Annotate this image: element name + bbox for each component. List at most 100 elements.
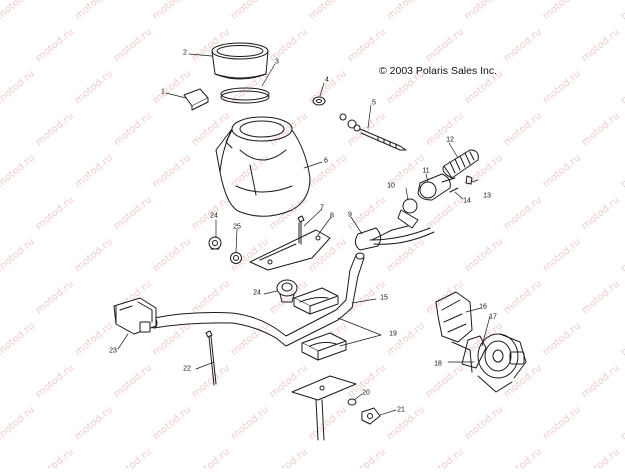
callout-label: 22: [183, 365, 191, 373]
callout-label: 1: [161, 88, 165, 96]
watermark-text: motod.ru: [424, 26, 466, 64]
watermark-text: motod.ru: [73, 236, 115, 274]
watermark-text: motod.ru: [268, 362, 310, 400]
watermark-text: motod.ru: [346, 194, 388, 232]
watermark-text: motod.ru: [307, 0, 349, 22]
watermark-text: motod.ru: [619, 320, 625, 358]
watermark-text: motod.ru: [424, 110, 466, 148]
callout-label: 4: [325, 76, 329, 84]
watermark-text: motod.ru: [0, 152, 37, 190]
watermark-text: motod.ru: [619, 68, 625, 106]
watermark-text: motod.ru: [34, 362, 76, 400]
watermark-text: motod.ru: [112, 194, 154, 232]
part-25-clamp: [230, 252, 242, 264]
part-15-upper-clamp: [293, 287, 339, 315]
callout-label: 13: [483, 192, 491, 200]
watermark-text: motod.ru: [34, 26, 76, 64]
callout-label: 8: [330, 212, 334, 220]
watermark-text: motod.ru: [229, 0, 271, 22]
copyright-notice: © 2003 Polaris Sales Inc.: [379, 65, 498, 77]
part-11-throttle-housing: [417, 173, 456, 201]
watermark-text: motod.ru: [541, 68, 583, 106]
part-13-screw: [465, 175, 473, 185]
watermark-text: motod.ru: [112, 110, 154, 148]
callout-label: 15: [380, 294, 388, 302]
watermark-text: motod.ru: [307, 404, 349, 442]
callout-label: 7: [320, 204, 324, 212]
watermark-text: motod.ru: [463, 236, 505, 274]
watermark-text: motod.ru: [619, 404, 625, 442]
watermark-text: motod.ru: [502, 278, 544, 316]
watermark-text: motod.ru: [619, 152, 625, 190]
watermark-text: motod.ru: [346, 446, 388, 468]
watermark-text: motod.ru: [34, 194, 76, 232]
watermark-text: motod.ru: [0, 68, 37, 106]
watermark-text: motod.ru: [580, 446, 622, 468]
watermark-text: motod.ru: [541, 0, 583, 22]
watermark-text: motod.ru: [424, 362, 466, 400]
watermark-text: motod.ru: [34, 446, 76, 468]
callout-label: 6: [324, 157, 328, 165]
part-22-long-bolt: [205, 330, 217, 386]
watermark-text: motod.ru: [151, 404, 193, 442]
callout-label: 3: [275, 58, 279, 66]
watermark-text: motod.ru: [73, 152, 115, 190]
watermark-text: motod.ru: [580, 26, 622, 64]
part-4-nut: [312, 96, 326, 106]
callout-label: 24: [253, 289, 261, 297]
watermark-text: motod.ru: [502, 26, 544, 64]
watermark-text: motod.ru: [268, 110, 310, 148]
watermark-text: motod.ru: [73, 404, 115, 442]
part-19-lower-clamp: [301, 332, 347, 361]
watermark-text: motod.ru: [190, 26, 232, 64]
watermark-text: motod.ru: [112, 26, 154, 64]
callout-label: 24: [210, 212, 218, 220]
watermark-text: motod.ru: [229, 152, 271, 190]
watermark-text: motod.ru: [541, 404, 583, 442]
part-12-grip: [442, 149, 479, 179]
part-24-key-switch: [276, 279, 298, 303]
part-24-switch-upper: [208, 236, 222, 250]
watermark-text: motod.ru: [151, 0, 193, 22]
watermark-text: motod.ru: [541, 320, 583, 358]
part-3-seal-ring: [220, 87, 270, 104]
watermark-text: motod.ru: [424, 446, 466, 468]
part-brake-assembly: [435, 291, 527, 393]
watermark-text: motod.ru: [463, 0, 505, 22]
watermark-text: motod.ru: [502, 362, 544, 400]
watermark-text: motod.ru: [580, 362, 622, 400]
watermark-text: motod.ru: [502, 446, 544, 468]
watermark-text: motod.ru: [0, 0, 37, 22]
callout-label: 9: [348, 211, 352, 219]
watermark-text: motod.ru: [541, 152, 583, 190]
part-2-bezel-ring: [211, 42, 269, 80]
watermark-text: motod.ru: [502, 110, 544, 148]
watermark-text: motod.ru: [307, 236, 349, 274]
watermark-text: motod.ru: [346, 110, 388, 148]
watermark-text: motod.ru: [385, 404, 427, 442]
part-5-bolt: [339, 113, 407, 151]
watermark-text: motod.ru: [112, 362, 154, 400]
part-14-screw: [449, 187, 459, 193]
watermark-text: motod.ru: [385, 0, 427, 22]
callout-label: 17: [489, 313, 497, 321]
callout-label: 25: [233, 223, 241, 231]
part-1-clip: [183, 88, 209, 111]
watermark-text: motod.ru: [268, 446, 310, 468]
watermark-text: motod.ru: [580, 110, 622, 148]
watermark-text: motod.ru: [580, 194, 622, 232]
part-20-nut: [347, 398, 357, 406]
watermark-text: motod.ru: [190, 278, 232, 316]
part-21-knob-nut: [361, 407, 381, 425]
watermark-text: motod.ru: [112, 446, 154, 468]
watermark-text: motod.ru: [229, 404, 271, 442]
watermark-text: motod.ru: [34, 110, 76, 148]
part-mount-plate: [291, 375, 357, 441]
callout-label: 21: [397, 406, 405, 414]
watermark-text: motod.ru: [190, 446, 232, 468]
watermark-text: motod.ru: [0, 320, 37, 358]
callout-label: 23: [109, 347, 117, 355]
callout-label: 5: [372, 99, 376, 107]
watermark-text: motod.ru: [151, 152, 193, 190]
